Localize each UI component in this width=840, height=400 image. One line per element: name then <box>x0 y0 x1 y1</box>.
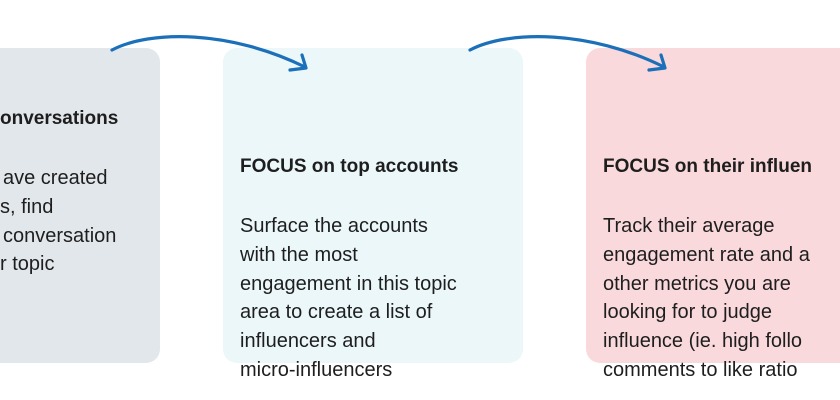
step-3-line: comments to like ratio <box>603 358 798 381</box>
step-card-top-accounts: FOCUS on top accounts Surface the accoun… <box>223 48 523 381</box>
step-3-line: engagement rate and a <box>603 243 810 266</box>
step-card-influence: FOCUS on their influen Track their avera… <box>586 48 840 381</box>
step-2-description: Surface the accounts with the most engag… <box>240 212 457 385</box>
arrow-icon <box>110 35 308 72</box>
step-1-line: ave created <box>3 167 108 189</box>
step-card-conversations <box>0 48 160 363</box>
step-2-line: engagement in this topic <box>240 272 457 295</box>
step-2-line: micro-influencers <box>240 358 393 381</box>
step-3-line: influence (ie. high follo <box>603 330 803 353</box>
step-3-title: FOCUS on their influen <box>603 156 812 177</box>
step-2-line: Surface the accounts <box>240 215 428 237</box>
step-3-description: Track their average engagement rate and … <box>603 212 810 385</box>
step-2-line: with the most <box>240 243 358 266</box>
arrow-icon <box>468 35 667 72</box>
step-3-line: Track their average <box>603 215 775 237</box>
step-1-line: conversation <box>3 224 117 247</box>
step-2-title: FOCUS on top accounts <box>240 156 459 177</box>
step-1-line: r topic <box>0 253 55 276</box>
step-2-line: area to create a list of <box>240 301 433 324</box>
step-1-line: s, find <box>0 195 54 218</box>
step-3-line: looking for to judge <box>603 301 773 324</box>
step-2-line: influencers and <box>240 330 376 353</box>
step-3-line: other metrics you are <box>603 272 791 295</box>
step-1-title: onversations <box>0 108 119 129</box>
